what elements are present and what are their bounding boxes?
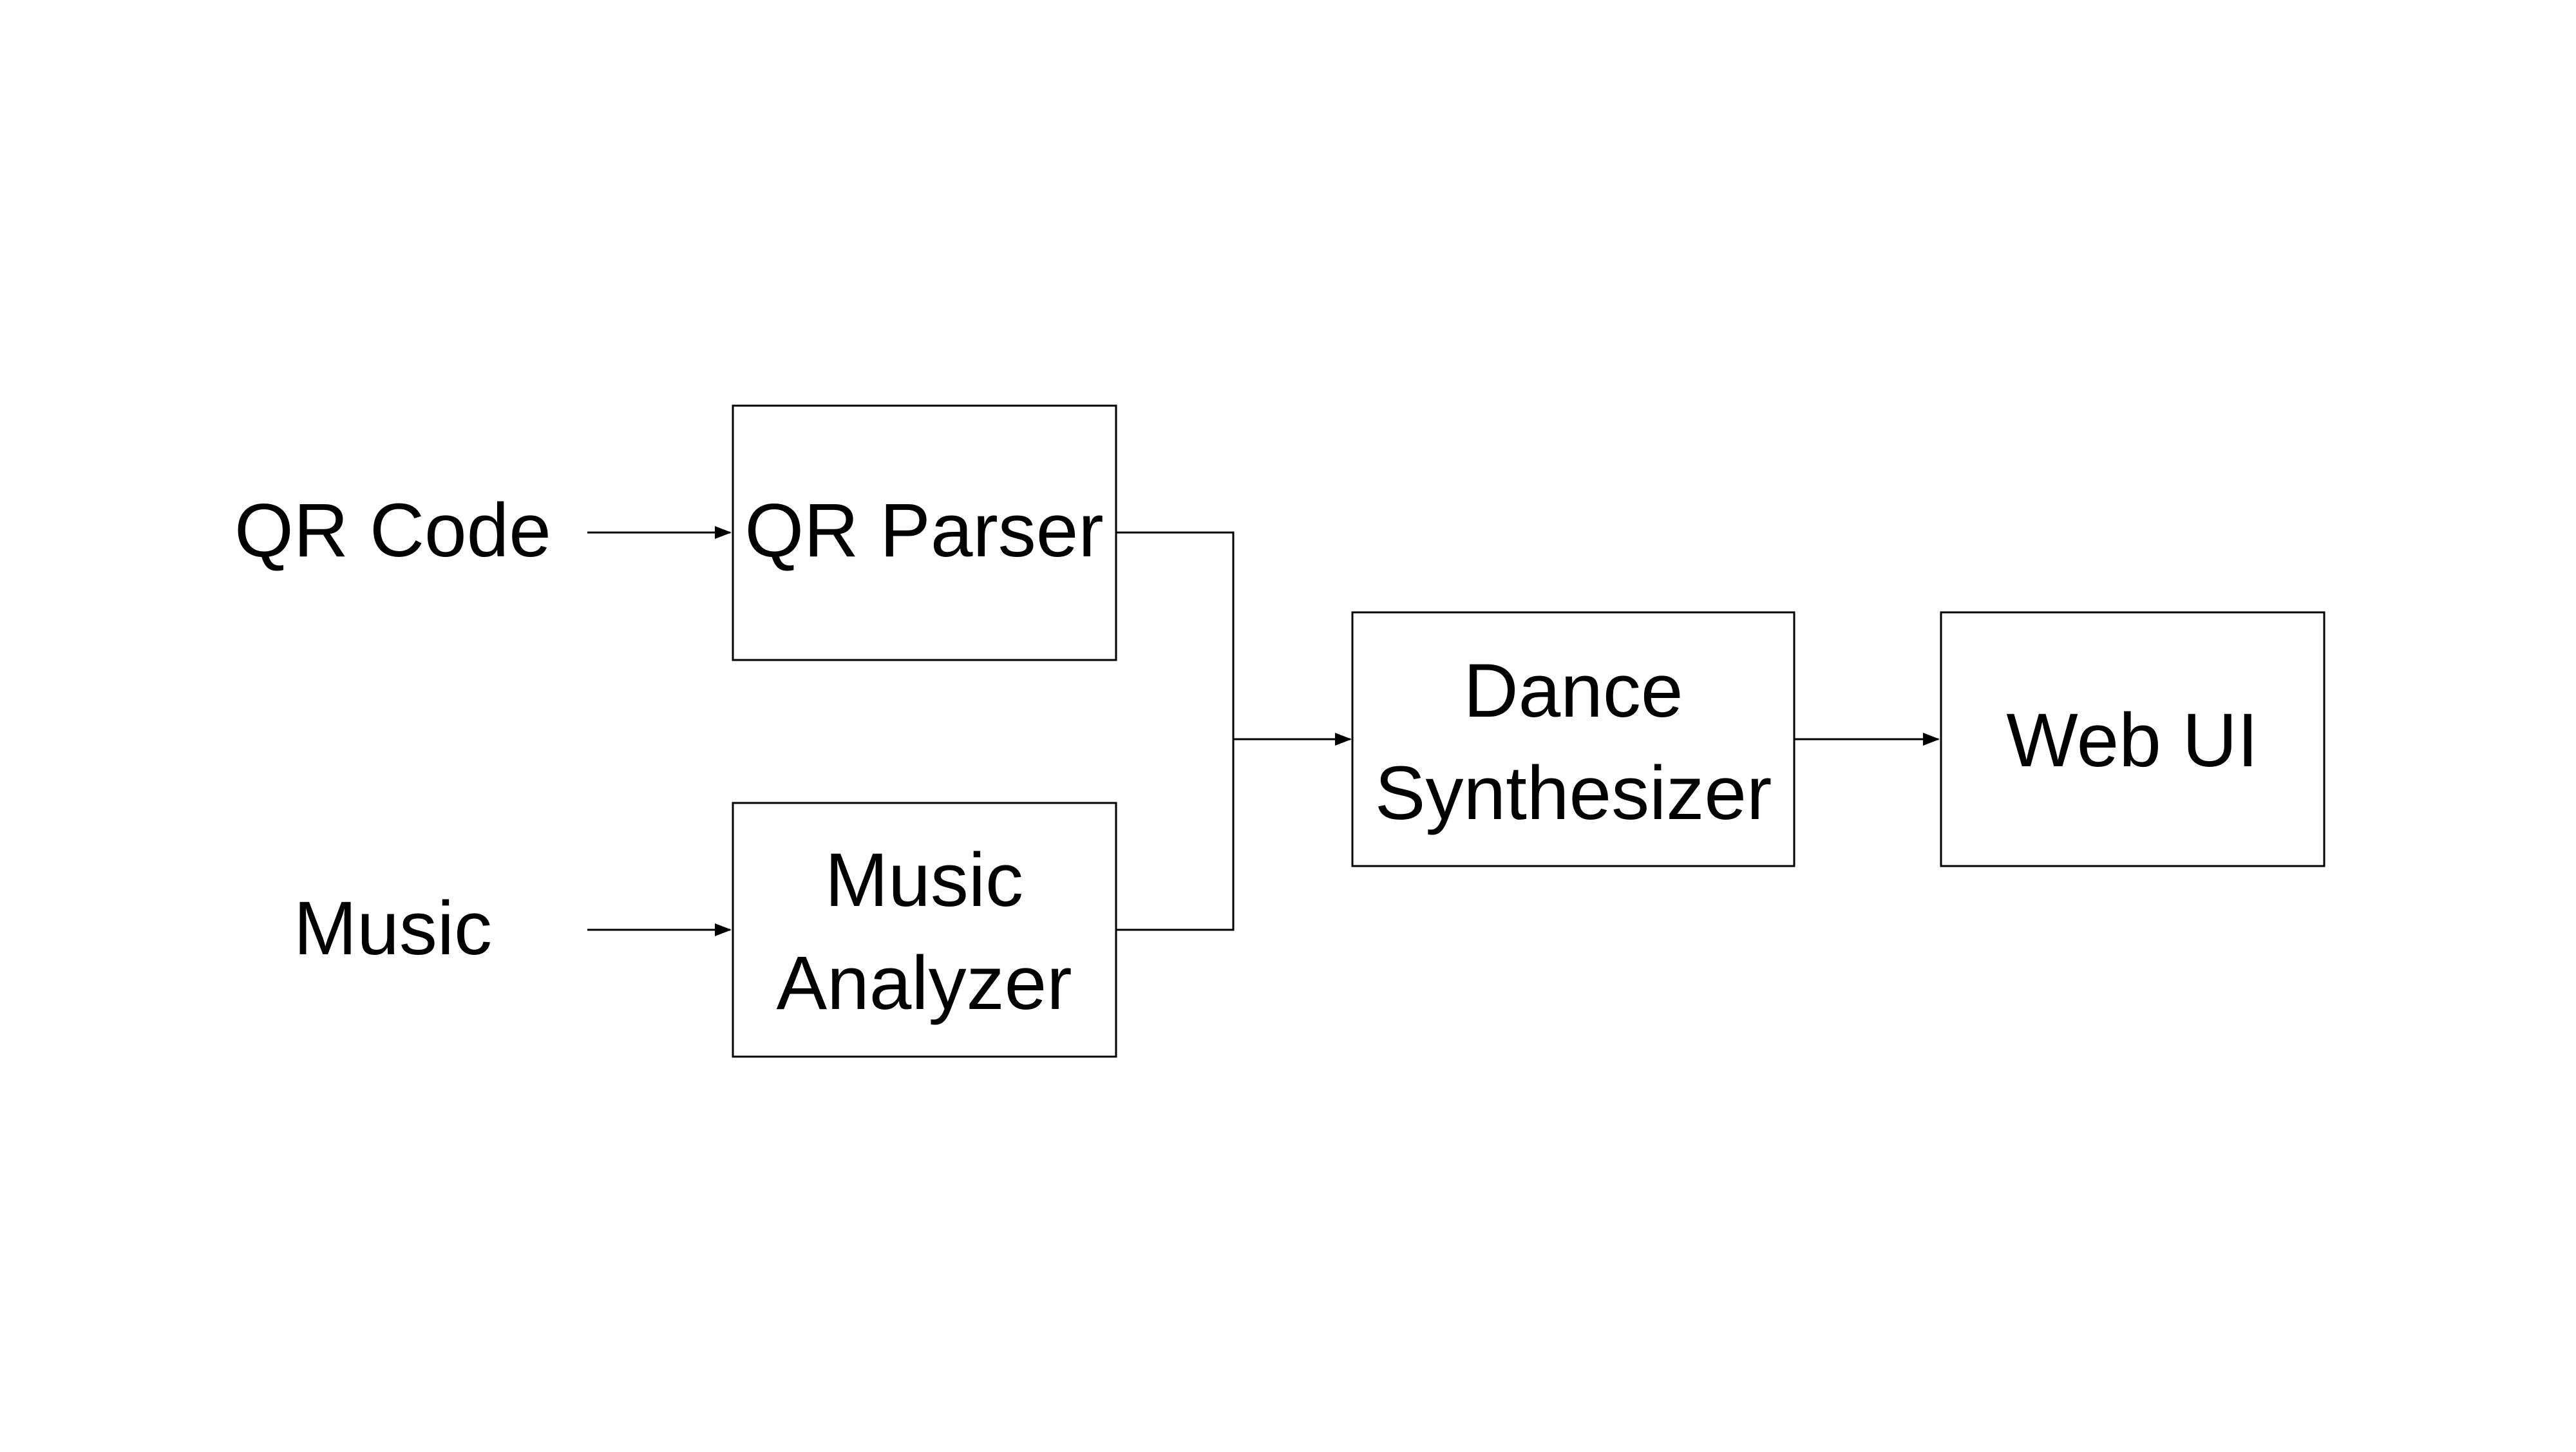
- web-ui-node: Web UI: [1940, 611, 2325, 867]
- music-analyzer-box: [732, 802, 1117, 1058]
- qr-parser-label: QR Parser: [744, 488, 1103, 573]
- input-label-music: Music: [294, 886, 492, 971]
- dance-synthesizer-label-line-1: Dance: [1463, 648, 1683, 733]
- qr-parser-node: QR Parser: [732, 404, 1117, 661]
- connector-qr-parser-to-junction: [1116, 531, 1235, 739]
- input-label-qr-code: QR Code: [234, 488, 551, 573]
- web-ui-box: [1940, 611, 2325, 867]
- qr-parser-box: [732, 404, 1117, 661]
- dance-synthesizer-box: [1351, 611, 1795, 867]
- dance-synthesizer-label-line-2: Synthesizer: [1375, 751, 1772, 836]
- dance-synthesizer-node: Dance Synthesizer: [1351, 611, 1795, 867]
- music-analyzer-label-line-2: Analyzer: [776, 941, 1072, 1026]
- connector-music-analyzer-to-junction: [1116, 739, 1235, 931]
- music-analyzer-node: Music Analyzer: [732, 802, 1117, 1058]
- music-analyzer-label-line-1: Music: [825, 838, 1023, 923]
- web-ui-label: Web UI: [2006, 698, 2258, 783]
